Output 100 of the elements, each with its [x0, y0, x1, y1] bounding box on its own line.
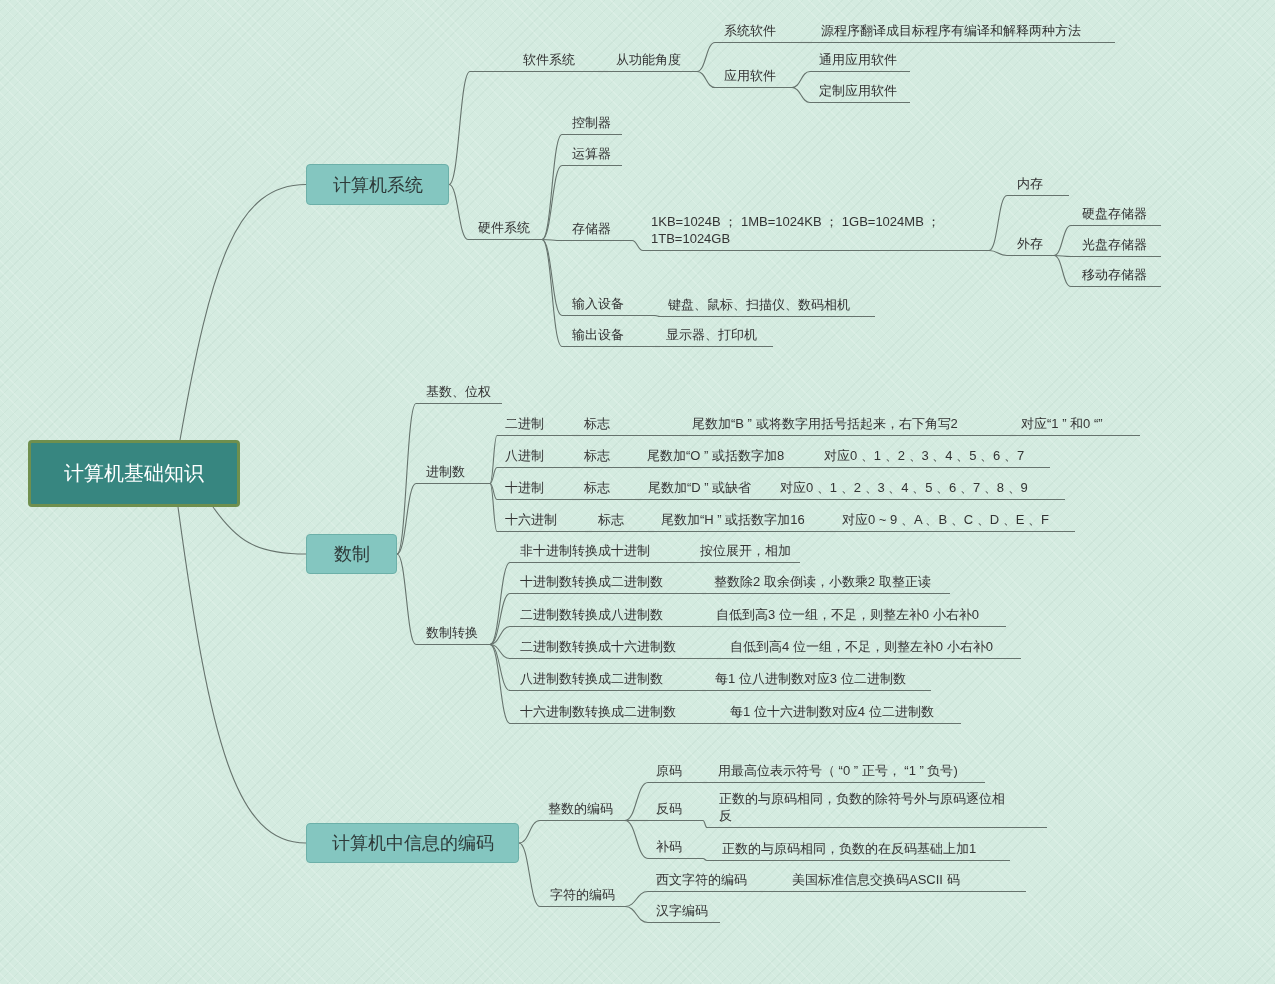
underlined-topic: [707, 790, 1047, 828]
branch-line: [791, 86, 811, 104]
branch-line: [647, 530, 655, 533]
topic-label: 补码: [656, 838, 682, 855]
topic-label: 光盘存储器: [1082, 236, 1147, 253]
topic-label: 十进制: [505, 479, 544, 496]
topic-label: 软件系统: [523, 51, 575, 68]
branch-line: [489, 482, 498, 501]
topic-label: 尾数加“H ” 或括数字加16: [661, 511, 805, 528]
underlined-topic: [510, 606, 702, 627]
main-topic-box: [306, 534, 397, 574]
underlined-topic: [510, 670, 702, 691]
underlined-topic: [721, 703, 961, 724]
branch-line: [1009, 434, 1017, 437]
underlined-topic: [819, 447, 1050, 468]
underlined-topic: [580, 479, 635, 500]
branch-line: [624, 890, 649, 908]
topic-label: 反码: [656, 800, 682, 817]
underlined-topic: [694, 542, 800, 563]
topic-label: 每1 位八进制数对应3 位二进制数: [715, 670, 906, 687]
branch-line: [396, 402, 417, 555]
topic-label: 数制: [333, 543, 370, 566]
topic-label: 通用应用软件: [819, 51, 897, 68]
branch-line: [624, 905, 649, 924]
topic-label: 美国标准信息交换码ASCII 码: [792, 871, 960, 888]
topic-label: 标志: [584, 447, 610, 464]
branch-line: [624, 819, 649, 822]
underlined-topic: [1016, 415, 1140, 436]
branch-line: [679, 434, 689, 437]
branch-line: [701, 689, 707, 692]
topic-label: 汉字编码: [656, 902, 708, 919]
topic-label: 对应“1 ” 和0 “”: [1021, 415, 1103, 432]
underlined-topic: [416, 463, 490, 484]
topic-label: 输入设备: [572, 295, 624, 312]
topic-label: 从功能角度: [616, 51, 681, 68]
branch-line: [696, 41, 716, 73]
topic-label: 系统软件: [724, 22, 776, 39]
underlined-topic: [648, 800, 703, 821]
underlined-topic: [836, 511, 1075, 532]
topic-label: 数制转换: [426, 624, 478, 641]
branch-line: [212, 506, 307, 555]
underlined-topic: [706, 573, 950, 594]
topic-label: 自低到高3 位一组，不足，则整左补0 小右补0: [716, 606, 979, 623]
branch-line: [1053, 254, 1072, 258]
branch-line: [634, 466, 642, 469]
underlined-topic: [580, 447, 635, 468]
branch-line: [654, 314, 661, 318]
topic-label: 对应0 、1 、2 、3 、4 、5 、6 、7 、8 、9: [780, 479, 1028, 496]
underlined-topic: [721, 638, 1021, 659]
branch-line: [988, 249, 1008, 257]
underlined-topic: [810, 82, 910, 103]
topic-label: 1KB=1024B ； 1MB=1024KB ； 1GB=1024MB ； 1TB=1024GB: [651, 213, 942, 247]
topic-label: 整数除2 取余倒读，小数乘2 取整正读: [714, 573, 931, 590]
topic-label: 尾数加“O ” 或括数字加8: [647, 447, 785, 464]
underlined-topic: [641, 447, 813, 468]
topic-label: 八进制数转换成二进制数: [520, 670, 663, 687]
underlined-topic: [707, 762, 985, 783]
branch-line: [541, 238, 563, 242]
underlined-topic: [562, 114, 622, 135]
underlined-topic: [706, 606, 1006, 627]
topic-label: 自低到高4 位一组，不足，则整左补0 小右补0: [730, 638, 993, 655]
topic-label: 十进制数转换成二进制数: [520, 573, 663, 590]
underlined-topic: [497, 479, 572, 500]
topic-label: 进制数: [426, 463, 465, 480]
topic-label: 十六进制: [505, 511, 557, 528]
branch-line: [518, 842, 541, 908]
branch-line: [489, 643, 511, 660]
branch-line: [489, 643, 511, 692]
topic-label: 控制器: [572, 114, 611, 131]
underlined-topic: [1007, 235, 1054, 256]
branch-line: [541, 238, 563, 348]
underlined-topic: [648, 762, 703, 783]
underlined-topic: [641, 479, 772, 500]
topic-label: 标志: [584, 415, 610, 432]
underlined-topic: [510, 542, 690, 563]
underlined-topic: [706, 670, 931, 691]
branch-line: [689, 561, 695, 564]
underlined-topic: [592, 511, 648, 532]
topic-label: 存储器: [572, 220, 611, 237]
underlined-topic: [688, 415, 1010, 436]
topic-label: 计算机中信息的编码: [331, 832, 494, 855]
branch-line: [448, 70, 471, 186]
topic-label: 十六进制数转换成二进制数: [520, 703, 676, 720]
main-topic-box: [306, 164, 449, 205]
branch-line: [759, 890, 765, 893]
topic-label: 西文字符的编码: [656, 871, 747, 888]
topic-label: 正数的与原码相同，负数的除符号外与原码逐位相反: [719, 790, 1006, 824]
topic-label: 定制应用软件: [819, 82, 897, 99]
branch-line: [799, 41, 813, 44]
underlined-topic: [1071, 236, 1161, 257]
underlined-topic: [648, 838, 703, 859]
underlined-topic: [562, 326, 655, 347]
underlined-topic: [715, 22, 800, 43]
underlined-topic: [497, 511, 585, 532]
topic-label: 用最高位表示符号（ “0 ” 正号， “1 ” 负号): [718, 762, 958, 779]
branch-line: [541, 164, 563, 241]
branch-line: [597, 70, 609, 73]
topic-label: 输出设备: [572, 326, 624, 343]
topic-label: 内存: [1017, 175, 1043, 192]
underlined-topic: [776, 479, 1065, 500]
